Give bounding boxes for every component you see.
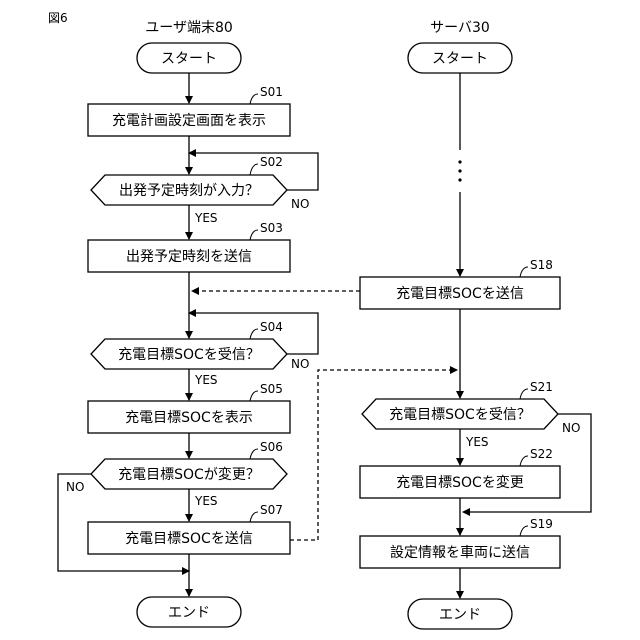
s21-step-id: S21 (530, 380, 553, 394)
s04-step-id: S04 (260, 320, 283, 334)
s06-leader (250, 449, 258, 459)
s03-step-id: S03 (260, 221, 283, 235)
lane-title-server: サーバ30 (430, 20, 490, 36)
s19-leader (520, 526, 528, 536)
s21-label: 充電目標SOCを受信？ (389, 407, 531, 423)
s22-leader (520, 456, 528, 466)
s18-leader (520, 267, 528, 277)
s04-label: 充電目標SOCを受信？ (118, 347, 260, 363)
s01-label: 充電計画設定画面を表示 (112, 113, 266, 129)
s04-yes-label: YES (194, 373, 218, 387)
s21-no-label: NO (562, 421, 580, 435)
s22-step-id: S22 (530, 447, 553, 461)
s02-yes-label: YES (194, 211, 218, 225)
s03-leader (250, 230, 258, 240)
s18-step-id: S18 (530, 258, 553, 272)
s05-leader (250, 391, 258, 401)
ellipsis-dot (458, 178, 461, 181)
s04-leader (250, 329, 258, 339)
s02-leader (250, 164, 258, 175)
s02-no-label: NO (291, 197, 309, 211)
ellipsis-dot (458, 160, 461, 163)
right-start-label: スタート (432, 51, 488, 67)
edge-s07-to-right-dashed (290, 370, 457, 540)
right-end-label: エンド (439, 607, 481, 623)
s21-yes-label: YES (465, 435, 489, 449)
s05-label: 充電目標SOCを表示 (125, 410, 253, 426)
s01-leader (250, 94, 258, 104)
s19-step-id: S19 (530, 517, 553, 531)
figure-label: 図6 (48, 11, 68, 25)
s05-step-id: S05 (260, 382, 283, 396)
s07-label: 充電目標SOCを送信 (125, 531, 253, 547)
s21-leader (520, 389, 528, 399)
s06-no-label: NO (66, 480, 84, 494)
s04-no-label: NO (291, 357, 309, 371)
s02-label: 出発予定時刻が入力？ (119, 183, 259, 199)
s06-yes-label: YES (194, 494, 218, 508)
ellipsis-dot (458, 169, 461, 172)
lane-title-user-terminal: ユーザ端末80 (145, 20, 233, 36)
s19-label: 設定情報を車両に送信 (390, 544, 530, 561)
s22-label: 充電目標SOCを変更 (396, 474, 524, 491)
s06-label: 充電目標SOCが変更？ (118, 466, 260, 483)
s01-step-id: S01 (260, 85, 283, 99)
left-end-label: エンド (168, 605, 210, 621)
s07-step-id: S07 (260, 503, 283, 517)
s07-leader (250, 512, 258, 522)
s02-step-id: S02 (260, 155, 283, 169)
s06-step-id: S06 (260, 440, 283, 454)
left-start-label: スタート (161, 51, 217, 67)
s18-label: 充電目標SOCを送信 (396, 286, 524, 302)
s03-label: 出発予定時刻を送信 (126, 249, 252, 265)
